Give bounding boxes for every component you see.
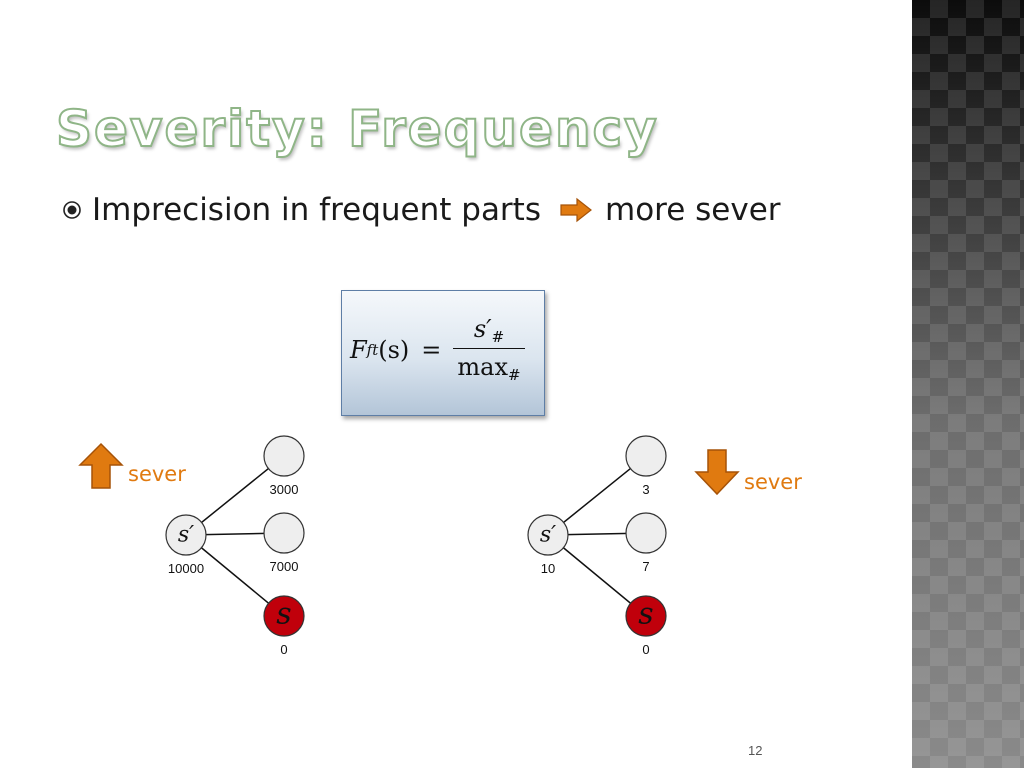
left-graph xyxy=(165,435,305,637)
formula-lhs-symbol: F xyxy=(350,335,367,364)
right-sever-label: sever xyxy=(744,470,802,494)
formula-equals: = xyxy=(421,335,442,364)
decorative-sidebar xyxy=(912,0,1024,768)
left-source-label: 10000 xyxy=(167,561,205,576)
right-target-glyph: s xyxy=(638,596,654,632)
left-source-glyph: s′ xyxy=(177,522,195,548)
formula-lhs-arg: (s) xyxy=(378,335,410,364)
right-child-label-1: 7 xyxy=(642,559,650,574)
graph-diagrams xyxy=(78,435,740,637)
formula-numerator-subscript: # xyxy=(491,328,505,346)
bullet-text-before: Imprecision in frequent parts xyxy=(92,192,541,228)
formula-denominator: max# xyxy=(453,348,525,384)
arrow-up-icon xyxy=(78,442,124,489)
formula-numerator: s′# xyxy=(470,315,508,348)
left-child-node-1 xyxy=(263,512,305,554)
formula-lhs-subscript: ft xyxy=(366,340,379,359)
right-source-node xyxy=(527,514,569,556)
left-child-node-0 xyxy=(263,435,305,477)
arrow-down-icon xyxy=(694,449,740,496)
radio-circle-icon xyxy=(63,201,81,219)
arrow-right-icon xyxy=(560,197,592,223)
right-child-node-1 xyxy=(625,512,667,554)
right-target-node xyxy=(625,595,667,637)
formula-fraction: s′# max# xyxy=(453,315,525,384)
left-child-label-1: 7000 xyxy=(269,559,299,574)
right-source-label: 10 xyxy=(540,561,556,576)
right-edge-2 xyxy=(547,534,647,617)
left-target-glyph: s xyxy=(276,596,292,632)
left-target-node xyxy=(263,595,305,637)
bullet-text-after: more sever xyxy=(605,192,781,228)
left-edge-0 xyxy=(185,455,285,536)
right-child-node-0 xyxy=(625,435,667,477)
slide-title: Severity: Frequency xyxy=(55,99,659,159)
right-source-glyph: s′ xyxy=(539,522,557,548)
left-sever-label: sever xyxy=(128,462,186,486)
right-edge-0 xyxy=(547,455,647,536)
left-source-node xyxy=(165,514,207,556)
left-child-label-0: 3000 xyxy=(269,482,299,497)
formula-denominator-text: max xyxy=(457,353,509,381)
right-child-label-2: 0 xyxy=(642,642,650,657)
right-graph xyxy=(527,435,667,637)
right-child-label-0: 3 xyxy=(642,482,650,497)
bullet-point: Imprecision in frequent parts more sever xyxy=(62,188,781,232)
left-edge-2 xyxy=(185,534,285,617)
formula-denominator-subscript: # xyxy=(508,366,521,384)
formula-numerator-symbol: s′ xyxy=(473,315,492,343)
left-child-label-2: 0 xyxy=(280,642,288,657)
page-number: 12 xyxy=(748,743,763,758)
